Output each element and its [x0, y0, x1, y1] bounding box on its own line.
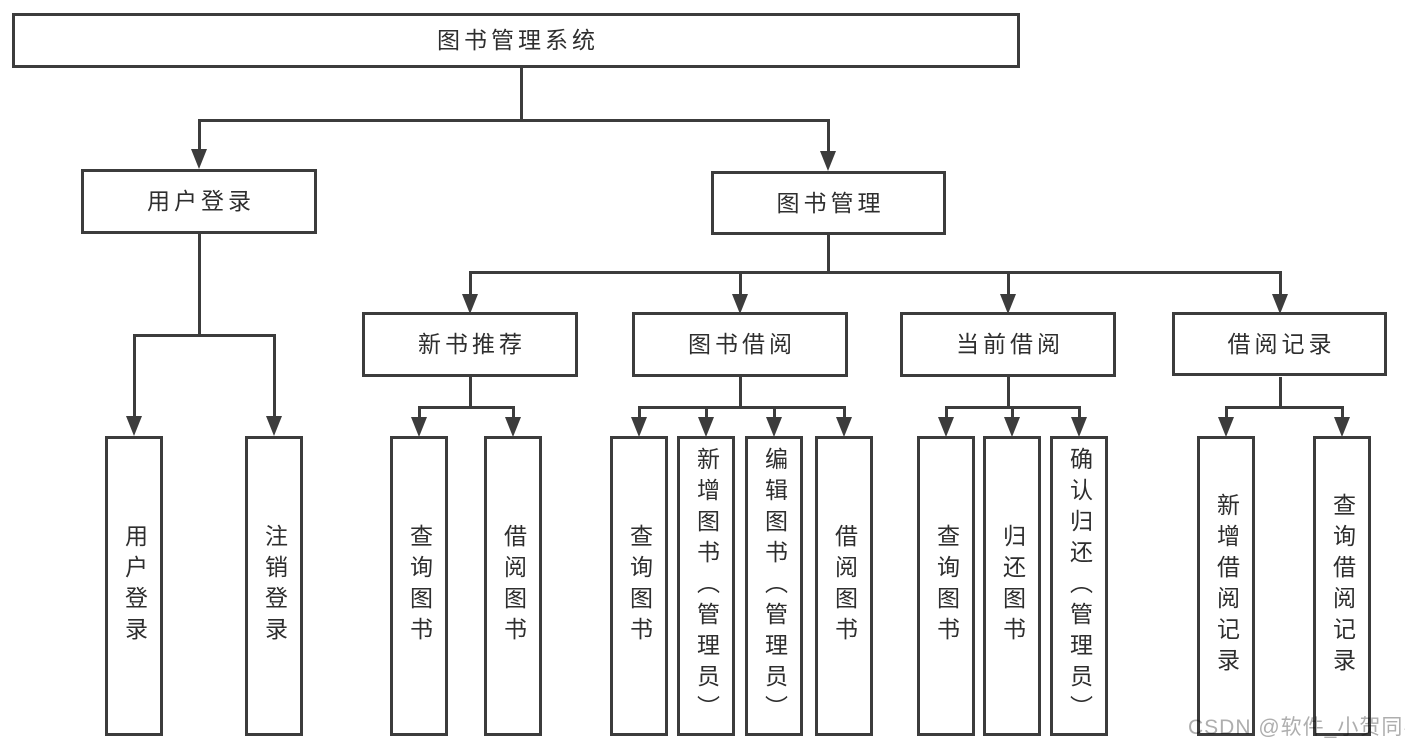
connector-horizontal-line [1224, 406, 1344, 409]
node-label: 当前借阅 [956, 331, 1064, 357]
node-user-login: 用户登录 [81, 169, 317, 234]
node-label: 借阅记录 [1227, 330, 1336, 357]
leaf-add-book-admin: 新增图书（管理员） [677, 436, 735, 736]
connector-vertical-line [738, 377, 742, 409]
node-book-borrow: 图书借阅 [632, 312, 848, 377]
leaf-label: 查询图书 [626, 524, 653, 648]
arrow-down-icon [126, 416, 142, 436]
node-label: 图书借阅 [688, 331, 796, 357]
node-label: 图书管理系统 [437, 27, 599, 53]
node-label: 用户登录 [147, 188, 255, 214]
connector-arrow-stem [826, 119, 830, 151]
arrow-down-icon [266, 416, 282, 436]
leaf-label: 新增借阅记录 [1213, 493, 1240, 679]
leaf-logout: 注销登录 [245, 436, 303, 736]
arrow-down-icon [938, 417, 954, 437]
arrow-down-icon [191, 149, 207, 169]
connector-vertical-line [1278, 377, 1282, 409]
connector-arrow-stem [1077, 406, 1081, 417]
leaf-label: 借阅图书 [831, 524, 858, 648]
connector-arrow-stem [842, 406, 846, 417]
connector-vertical-line [826, 235, 830, 274]
connector-horizontal-line [197, 119, 830, 122]
arrow-down-icon [698, 417, 714, 437]
node-label: 图书管理 [776, 189, 885, 216]
leaf-query-books-borrow: 查询图书 [610, 436, 668, 736]
connector-arrow-stem [944, 406, 948, 417]
arrow-down-icon [820, 151, 836, 171]
leaf-label: 查询图书 [933, 524, 960, 648]
leaf-label: 查询借阅记录 [1329, 493, 1356, 679]
node-new-book-recommend: 新书推荐 [362, 312, 578, 377]
connector-vertical-line [197, 233, 201, 337]
leaf-label: 借阅图书 [500, 524, 527, 648]
node-book-management: 图书管理 [711, 171, 946, 235]
connector-vertical-line [519, 68, 523, 122]
arrow-down-icon [411, 417, 427, 437]
arrow-down-icon [1004, 417, 1020, 437]
connector-arrow-stem [511, 406, 515, 417]
connector-vertical-line [1006, 377, 1010, 409]
connector-horizontal-line [637, 406, 846, 409]
connector-horizontal-line [132, 334, 276, 337]
connector-arrow-stem [637, 406, 641, 417]
arrow-down-icon [505, 417, 521, 437]
connector-horizontal-line [468, 271, 1282, 274]
connector-arrow-stem [704, 406, 708, 417]
leaf-borrow-books: 借阅图书 [815, 436, 873, 736]
connector-arrow-stem [468, 271, 472, 294]
arrow-down-icon [732, 294, 748, 314]
leaf-user-login: 用户登录 [105, 436, 163, 736]
leaf-edit-book-admin: 编辑图书（管理员） [745, 436, 803, 736]
leaf-label: 用户登录 [121, 524, 148, 648]
connector-arrow-stem [417, 406, 421, 417]
watermark: CSDN @软件_小贺同学 [1188, 716, 1405, 739]
connector-arrow-stem [1278, 271, 1282, 294]
leaf-confirm-return-admin: 确认归还（管理员） [1050, 436, 1108, 736]
leaf-label: 确认归还（管理员） [1066, 446, 1093, 726]
arrow-down-icon [1272, 294, 1288, 314]
connector-arrow-stem [197, 119, 201, 149]
leaf-return-book: 归还图书 [983, 436, 1041, 736]
leaf-query-books-current: 查询图书 [917, 436, 975, 736]
connector-arrow-stem [132, 334, 136, 416]
arrow-down-icon [462, 294, 478, 314]
leaf-add-borrow-record: 新增借阅记录 [1197, 436, 1255, 736]
connector-arrow-stem [1224, 406, 1228, 417]
connector-arrow-stem [1006, 271, 1010, 294]
leaf-label: 归还图书 [999, 524, 1026, 648]
leaf-label: 编辑图书（管理员） [761, 446, 788, 726]
connector-arrow-stem [1010, 406, 1014, 417]
arrow-down-icon [1218, 417, 1234, 437]
arrow-down-icon [1000, 294, 1016, 314]
connector-arrow-stem [772, 406, 776, 417]
node-label: 新书推荐 [418, 331, 526, 357]
arrow-down-icon [766, 417, 782, 437]
arrow-down-icon [631, 417, 647, 437]
leaf-borrow-books-recommend: 借阅图书 [484, 436, 542, 736]
connector-arrow-stem [272, 334, 276, 416]
leaf-label: 注销登录 [261, 524, 288, 648]
leaf-query-books-recommend: 查询图书 [390, 436, 448, 736]
arrow-down-icon [1071, 417, 1087, 437]
arrow-down-icon [1334, 417, 1350, 437]
connector-arrow-stem [738, 271, 742, 294]
leaf-label: 新增图书（管理员） [693, 446, 720, 726]
leaf-query-borrow-record: 查询借阅记录 [1313, 436, 1371, 736]
node-current-borrow: 当前借阅 [900, 312, 1116, 377]
connector-horizontal-line [417, 406, 515, 409]
node-borrow-records: 借阅记录 [1172, 312, 1387, 376]
arrow-down-icon [836, 417, 852, 437]
leaf-label: 查询图书 [406, 524, 433, 648]
node-library-system: 图书管理系统 [12, 13, 1020, 68]
connector-vertical-line [468, 377, 472, 409]
connector-arrow-stem [1340, 406, 1344, 417]
